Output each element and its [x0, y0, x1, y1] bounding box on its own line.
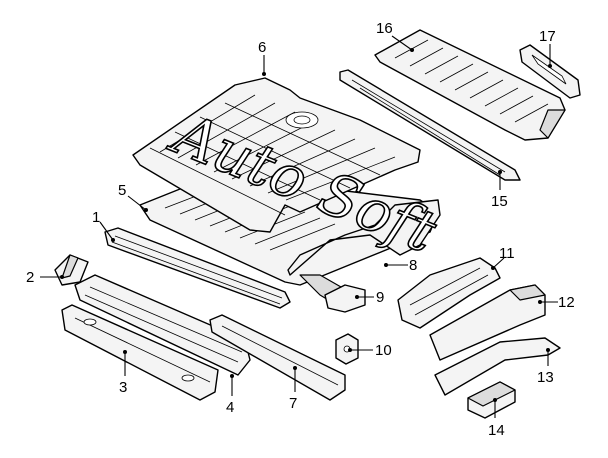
svg-text:1: 1 — [92, 209, 100, 226]
callout-3: 3 — [119, 350, 127, 396]
part-7-rail — [209, 314, 346, 401]
svg-text:4: 4 — [226, 399, 234, 416]
callout-4: 4 — [226, 374, 234, 416]
callout-5: 5 — [118, 182, 148, 212]
callout-7: 7 — [289, 366, 297, 412]
svg-text:12: 12 — [558, 294, 575, 311]
svg-text:11: 11 — [499, 245, 515, 262]
svg-text:8: 8 — [409, 257, 417, 274]
svg-text:6: 6 — [258, 39, 266, 56]
part-12-longitudinal-member — [429, 284, 546, 361]
svg-text:3: 3 — [119, 379, 127, 396]
callout-6: 6 — [258, 39, 266, 76]
callout-10: 10 — [348, 342, 392, 359]
svg-text:5: 5 — [118, 182, 126, 199]
part-16-side-panel — [374, 29, 566, 141]
svg-text:7: 7 — [289, 395, 297, 412]
callout-9: 9 — [355, 289, 384, 306]
svg-text:9: 9 — [376, 289, 384, 306]
svg-text:15: 15 — [491, 193, 508, 210]
part-3-reinforcement — [61, 304, 219, 401]
part-10-mount — [335, 333, 359, 365]
part-11-rear-member — [397, 257, 501, 329]
part-15-sill-rail — [339, 69, 521, 181]
callout-1: 1 — [92, 209, 115, 242]
callout-14: 14 — [488, 398, 505, 439]
svg-text:10: 10 — [375, 342, 392, 359]
callout-12: 12 — [538, 294, 575, 311]
svg-text:17: 17 — [539, 28, 556, 45]
callout-11: 11 — [491, 245, 515, 270]
callout-17: 17 — [539, 28, 556, 68]
svg-text:2: 2 — [26, 269, 34, 286]
part-14-block — [467, 381, 516, 419]
part-6-floor-panel — [132, 77, 421, 233]
callout-2: 2 — [26, 269, 64, 286]
part-13-longitudinal-member — [434, 337, 561, 396]
callout-16: 16 — [376, 20, 414, 52]
svg-text:13: 13 — [537, 369, 554, 386]
svg-text:14: 14 — [488, 422, 505, 439]
part-17-bracket — [519, 44, 581, 99]
callout-15: 15 — [491, 170, 508, 210]
callout-13: 13 — [537, 348, 554, 386]
part-4-cross-member — [74, 274, 251, 376]
part-9-bracket — [324, 284, 366, 313]
callout-8: 8 — [384, 257, 417, 274]
part-1-cross-member — [104, 227, 291, 309]
svg-text:16: 16 — [376, 20, 393, 37]
